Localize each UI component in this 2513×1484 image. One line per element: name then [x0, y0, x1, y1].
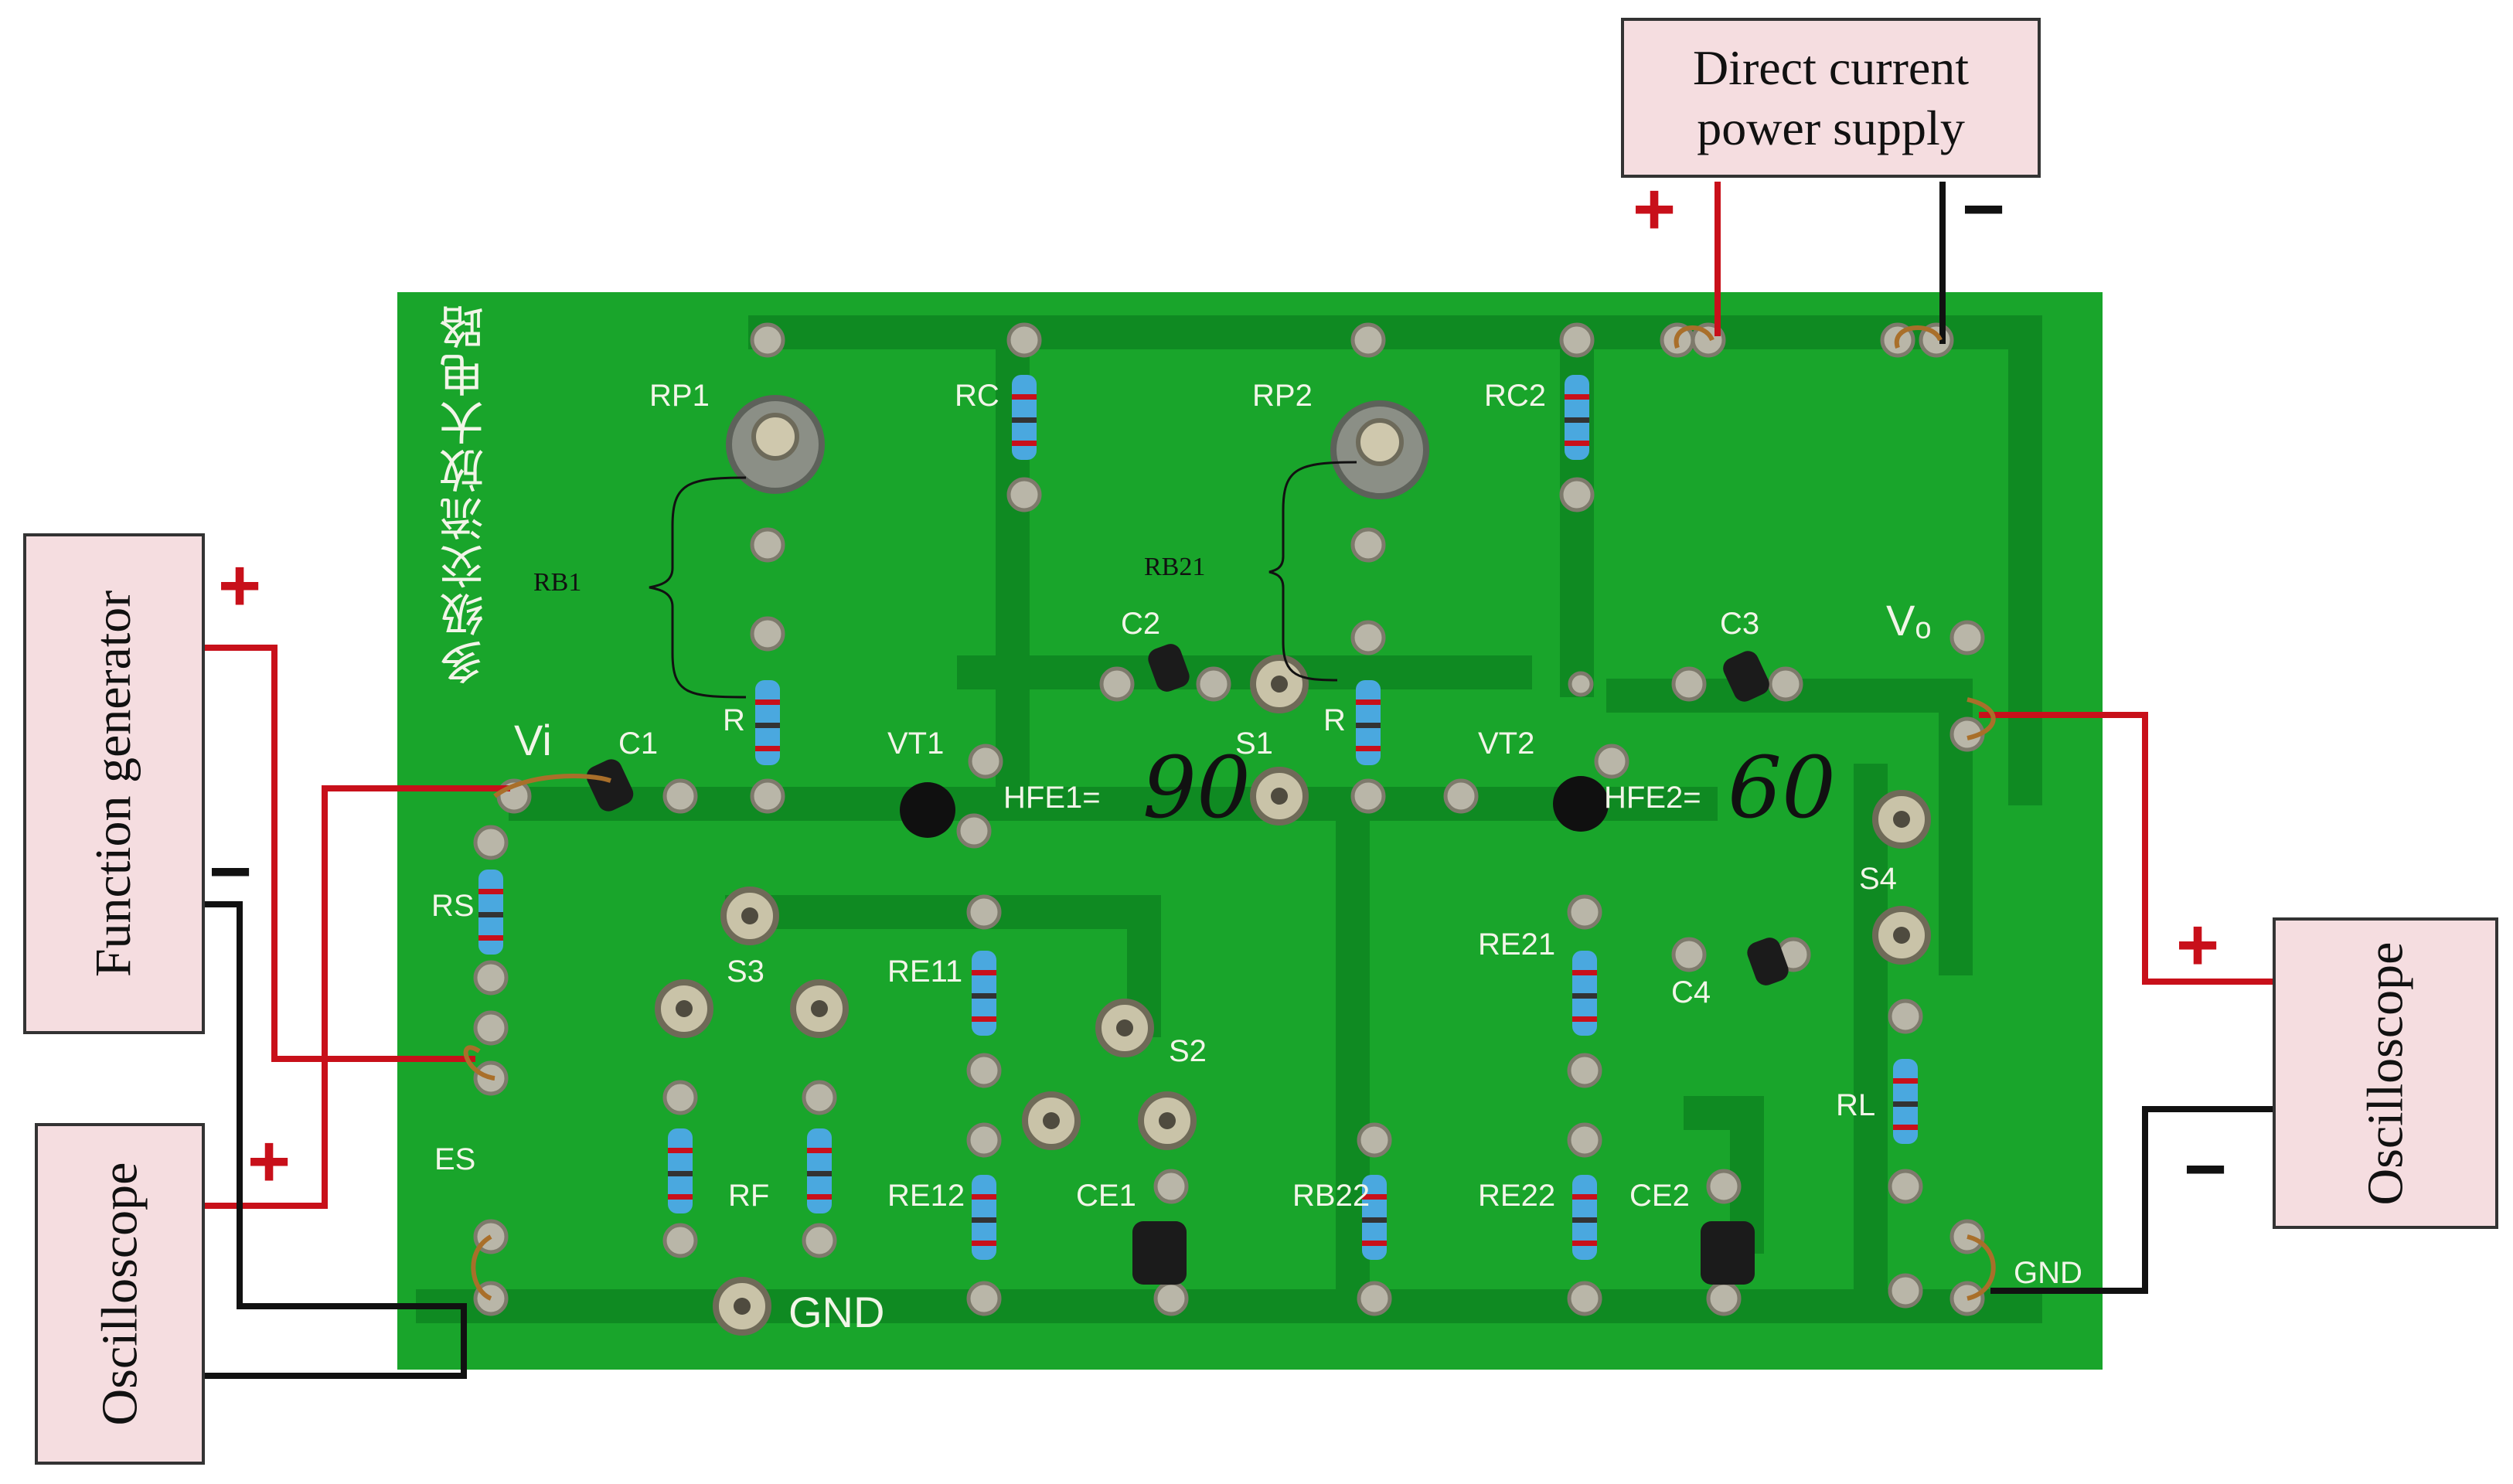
resistor-rc2	[1565, 375, 1589, 460]
resistor-rb21	[1356, 680, 1381, 765]
capacitor-c1	[586, 759, 634, 812]
resistor-rf2	[807, 1128, 832, 1213]
label-rf: RF	[728, 1179, 770, 1213]
label-vo: Vₒ	[1886, 596, 1932, 645]
capacitor-c4	[1747, 938, 1789, 985]
capacitor-ce1	[1132, 1221, 1187, 1285]
label-gnd-bottom: GND	[788, 1288, 885, 1336]
resistor-rc	[1012, 375, 1037, 460]
resistor-re12	[972, 1175, 996, 1260]
capacitor-c3	[1723, 651, 1769, 702]
positive-wires	[205, 182, 2273, 1209]
function-generator-label: Function generator	[85, 590, 142, 978]
label-rp1: RP1	[649, 379, 710, 413]
label-c1: C1	[618, 727, 659, 761]
label-r2: R	[1323, 703, 1346, 737]
label-re22: RE22	[1478, 1179, 1556, 1213]
dc-power-supply-label: Direct current power supply	[1692, 39, 1970, 155]
solder-pads	[473, 322, 1985, 1316]
resistors	[478, 375, 1918, 1260]
oscilloscope-right-label: Oscilloscope	[2357, 941, 2413, 1205]
negative-wires	[203, 182, 2273, 1379]
label-c2: C2	[1121, 607, 1161, 641]
potentiometer-rp1	[726, 395, 825, 494]
resistor-rb22	[1362, 1175, 1387, 1260]
handwritten-hfe2-value: 60	[1728, 738, 1836, 837]
label-vt2: VT2	[1478, 727, 1535, 761]
label-ce2: CE2	[1629, 1179, 1690, 1213]
capacitor-c2	[1148, 644, 1190, 692]
label-s2: S2	[1169, 1034, 1207, 1068]
oscilloscope-right-minus-sign: −	[2184, 1128, 2228, 1210]
label-s1: S1	[1235, 727, 1273, 761]
label-ce1: CE1	[1076, 1179, 1136, 1213]
label-hfe1: HFE1=	[1003, 781, 1101, 815]
label-rs: RS	[431, 889, 475, 923]
dc-supply-minus-sign: −	[1962, 168, 2006, 250]
label-vt1: VT1	[887, 727, 945, 761]
label-es: ES	[434, 1142, 476, 1176]
label-r1: R	[723, 703, 745, 737]
label-vi: Vi	[514, 716, 552, 764]
label-s3: S3	[727, 955, 764, 989]
label-hfe2: HFE2=	[1604, 781, 1701, 815]
label-re11: RE11	[887, 955, 963, 989]
capacitors	[586, 644, 1789, 1285]
transistors	[900, 776, 1609, 838]
label-re12: RE12	[887, 1179, 965, 1213]
annotation-rb21: RB21	[1144, 553, 1206, 581]
label-rc: RC	[955, 379, 999, 413]
resistor-re21	[1572, 951, 1597, 1036]
rb21-brace	[1268, 461, 1357, 682]
handwritten-hfe1-value: 90	[1142, 738, 1251, 837]
resistor-rs	[478, 870, 503, 955]
label-c3: C3	[1720, 607, 1760, 641]
resistor-rb1	[755, 680, 780, 765]
dc-supply-plus-sign: +	[1633, 168, 1677, 250]
label-rl: RL	[1836, 1088, 1876, 1122]
function-generator-box: Function generator	[23, 533, 205, 1034]
rb1-brace	[649, 476, 747, 699]
terminal-wire-loops	[463, 325, 1996, 1301]
function-generator-minus-sign: −	[209, 830, 253, 913]
resistor-re22	[1572, 1175, 1597, 1260]
oscilloscope-right-box: Oscilloscope	[2273, 917, 2498, 1229]
resistor-rf1	[668, 1128, 693, 1213]
oscilloscope-left-plus-sign: +	[247, 1120, 291, 1203]
transistor-vt1	[900, 782, 955, 838]
potentiometer-rp2	[1330, 400, 1429, 499]
transistor-vt2	[1553, 776, 1609, 832]
label-re21: RE21	[1478, 928, 1556, 962]
capacitor-ce2	[1701, 1221, 1755, 1285]
oscilloscope-left-label: Oscilloscope	[91, 1162, 148, 1426]
oscilloscope-right-plus-sign: +	[2176, 904, 2220, 986]
oscilloscope-left-box: Oscilloscope	[35, 1123, 205, 1465]
annotation-rb1: RB1	[533, 568, 582, 597]
banana-socket-holes	[676, 676, 1910, 1315]
board-title: 多级交流放大电路	[439, 301, 492, 685]
label-gnd-right: GND	[2014, 1256, 2082, 1290]
label-rp2: RP2	[1252, 379, 1313, 413]
label-s4: S4	[1859, 862, 1897, 896]
resistor-rl	[1893, 1059, 1918, 1144]
label-rc2: RC2	[1484, 379, 1547, 413]
dc-power-supply-box: Direct current power supply	[1621, 18, 2041, 178]
resistor-re11	[972, 951, 996, 1036]
label-rb22: RB22	[1292, 1179, 1371, 1213]
label-c4: C4	[1671, 975, 1711, 1009]
function-generator-plus-sign: +	[218, 544, 262, 627]
